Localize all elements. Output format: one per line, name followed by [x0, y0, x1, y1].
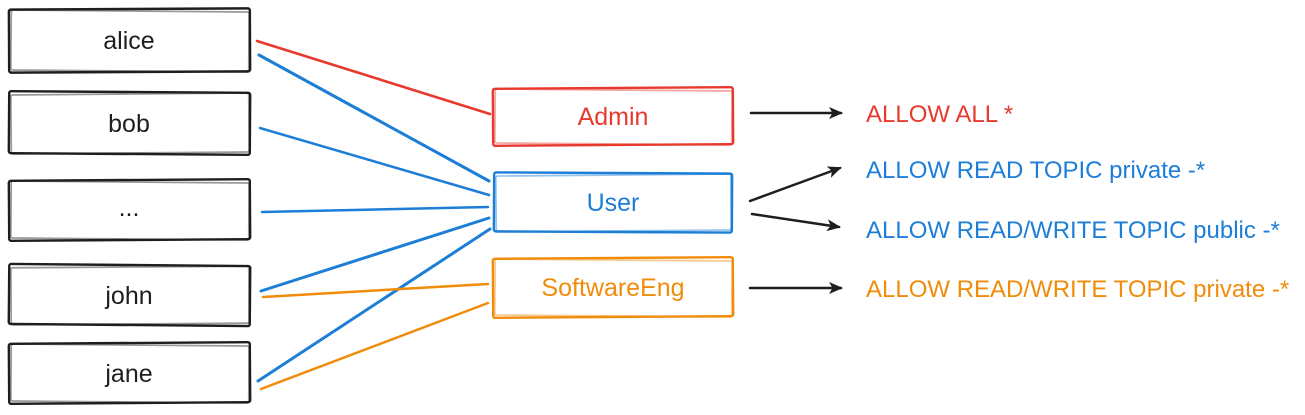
permission-text-allow-rw-public[interactable]: ALLOW READ/WRITE TOPIC public -*	[866, 217, 1280, 244]
edge-alice-admin[interactable]	[255, 39, 492, 116]
role-label-user: User	[587, 189, 640, 217]
user-label-ellipsis: ...	[119, 194, 140, 222]
edge-bob-user[interactable]	[258, 126, 491, 197]
user-box-jane[interactable]: jane	[7, 340, 252, 406]
user-box-ellipsis[interactable]: ...	[7, 177, 252, 243]
edge-john-softwareeng[interactable]	[261, 282, 490, 299]
role-box-user[interactable]: User	[492, 171, 734, 234]
role-box-admin[interactable]: Admin	[491, 85, 735, 148]
role-label-admin: Admin	[578, 103, 649, 131]
edge-jane-softwareeng[interactable]	[259, 301, 490, 391]
edges-layer	[255, 39, 843, 391]
edge-user-allow-read-private[interactable]	[748, 166, 842, 203]
user-box-john[interactable]: john	[7, 262, 252, 328]
edge-user-allow-rw-public[interactable]	[750, 212, 841, 232]
edge-ellipsis-user[interactable]	[260, 205, 490, 214]
role-label-softwareeng: SoftwareEng	[541, 274, 684, 302]
user-label-bob: bob	[108, 110, 150, 138]
user-box-alice[interactable]: alice	[7, 7, 252, 74]
role-box-softwareeng[interactable]: SoftwareEng	[491, 255, 735, 320]
edge-john-user[interactable]	[259, 216, 491, 293]
edge-alice-user[interactable]	[257, 53, 491, 183]
permission-text-allow-rw-private[interactable]: ALLOW READ/WRITE TOPIC private -*	[866, 276, 1289, 303]
permission-text-allow-read-private[interactable]: ALLOW READ TOPIC private -*	[866, 157, 1205, 184]
permission-text-allow-all[interactable]: ALLOW ALL *	[866, 101, 1013, 128]
user-label-john: john	[104, 282, 152, 310]
user-label-jane: jane	[104, 360, 152, 388]
edge-jane-user[interactable]	[256, 227, 492, 383]
user-box-bob[interactable]: bob	[7, 89, 252, 157]
user-label-alice: alice	[103, 27, 154, 55]
